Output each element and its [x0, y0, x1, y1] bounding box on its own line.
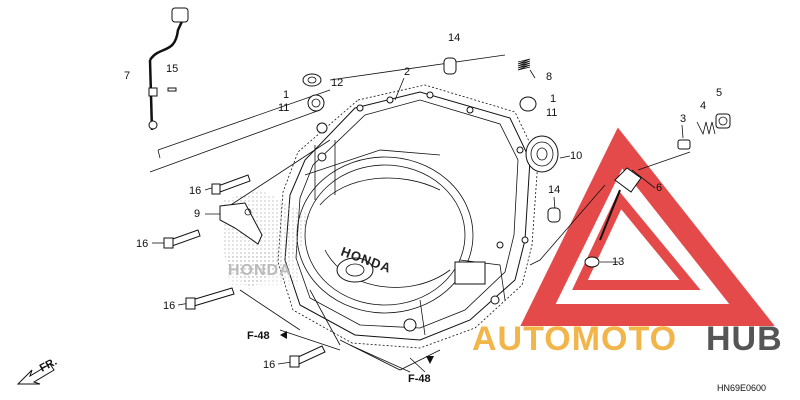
arrow-right-icon — [280, 331, 287, 339]
front-direction-indicator: FR. — [16, 356, 59, 385]
callout-2: 2 — [404, 66, 410, 78]
section-references: F-48 F-48 — [247, 330, 434, 385]
faded-brand: HONDA — [228, 262, 292, 279]
part-9-plate — [219, 202, 263, 245]
callout-14-top: 14 — [448, 32, 460, 44]
watermark-automoto: AUTOMOTO — [472, 320, 677, 358]
diagram-code: HN69E0600 — [717, 383, 766, 393]
part-16-bolt-c — [185, 287, 235, 310]
part-13-oring — [584, 256, 600, 268]
callout-4: 4 — [700, 100, 706, 112]
front-label: FR. — [38, 356, 59, 375]
reference-f48-left: F-48 — [247, 330, 270, 342]
part-15-pin — [167, 87, 177, 92]
part-5-cap — [715, 113, 731, 129]
part-11-seal-left — [307, 94, 325, 112]
callout-16-b: 16 — [136, 238, 148, 250]
watermark-triangle — [520, 127, 775, 326]
callout-6: 6 — [656, 182, 662, 194]
reference-f48-bottom: F-48 — [408, 373, 431, 385]
part-16-bolt-d — [289, 345, 326, 368]
part-14-dowel-top — [443, 57, 457, 75]
right-crankcase-cover: HONDA — [277, 84, 539, 349]
callout-11-top: 11 — [278, 102, 289, 114]
part-14-dowel-mid — [547, 207, 561, 223]
callout-10: 10 — [570, 150, 582, 162]
callout-16-c: 16 — [163, 300, 175, 312]
callout-16-d: 16 — [263, 359, 275, 371]
part-16-bolt-b — [163, 229, 201, 249]
part-11-seal-right — [519, 96, 537, 112]
callout-15: 15 — [166, 63, 178, 75]
part-4-spring — [696, 121, 716, 136]
callout-9: 9 — [194, 208, 200, 220]
part-3-plug — [677, 139, 691, 150]
callout-7: 7 — [124, 70, 130, 82]
callout-11-right: 11 — [546, 107, 557, 119]
part-16-bolt-a — [211, 174, 251, 195]
callout-13: 13 — [612, 256, 624, 268]
part-12-seal — [302, 73, 322, 87]
callout-8: 8 — [546, 71, 552, 83]
part-10-bearing — [525, 135, 559, 173]
callout-3: 3 — [680, 113, 686, 125]
part-8-spring — [517, 58, 531, 71]
callouts: 7 15 12 1 11 2 14 8 1 11 10 14 13 6 3 4 … — [124, 32, 722, 371]
callout-5: 5 — [716, 87, 722, 99]
arrow-up-icon — [426, 356, 434, 364]
callout-12: 12 — [331, 77, 343, 89]
front-arrow-icon — [16, 363, 55, 385]
callout-16-a: 16 — [189, 185, 201, 197]
callout-1-right: 1 — [550, 93, 556, 105]
part-6-dipstick — [599, 167, 642, 241]
watermark-hub: HUB — [706, 320, 783, 358]
part-7-rod — [148, 7, 189, 131]
callout-1-top: 1 — [283, 89, 289, 101]
watermark-text: AUTOMOTO HUB — [472, 320, 783, 358]
callout-14-mid: 14 — [548, 184, 560, 196]
